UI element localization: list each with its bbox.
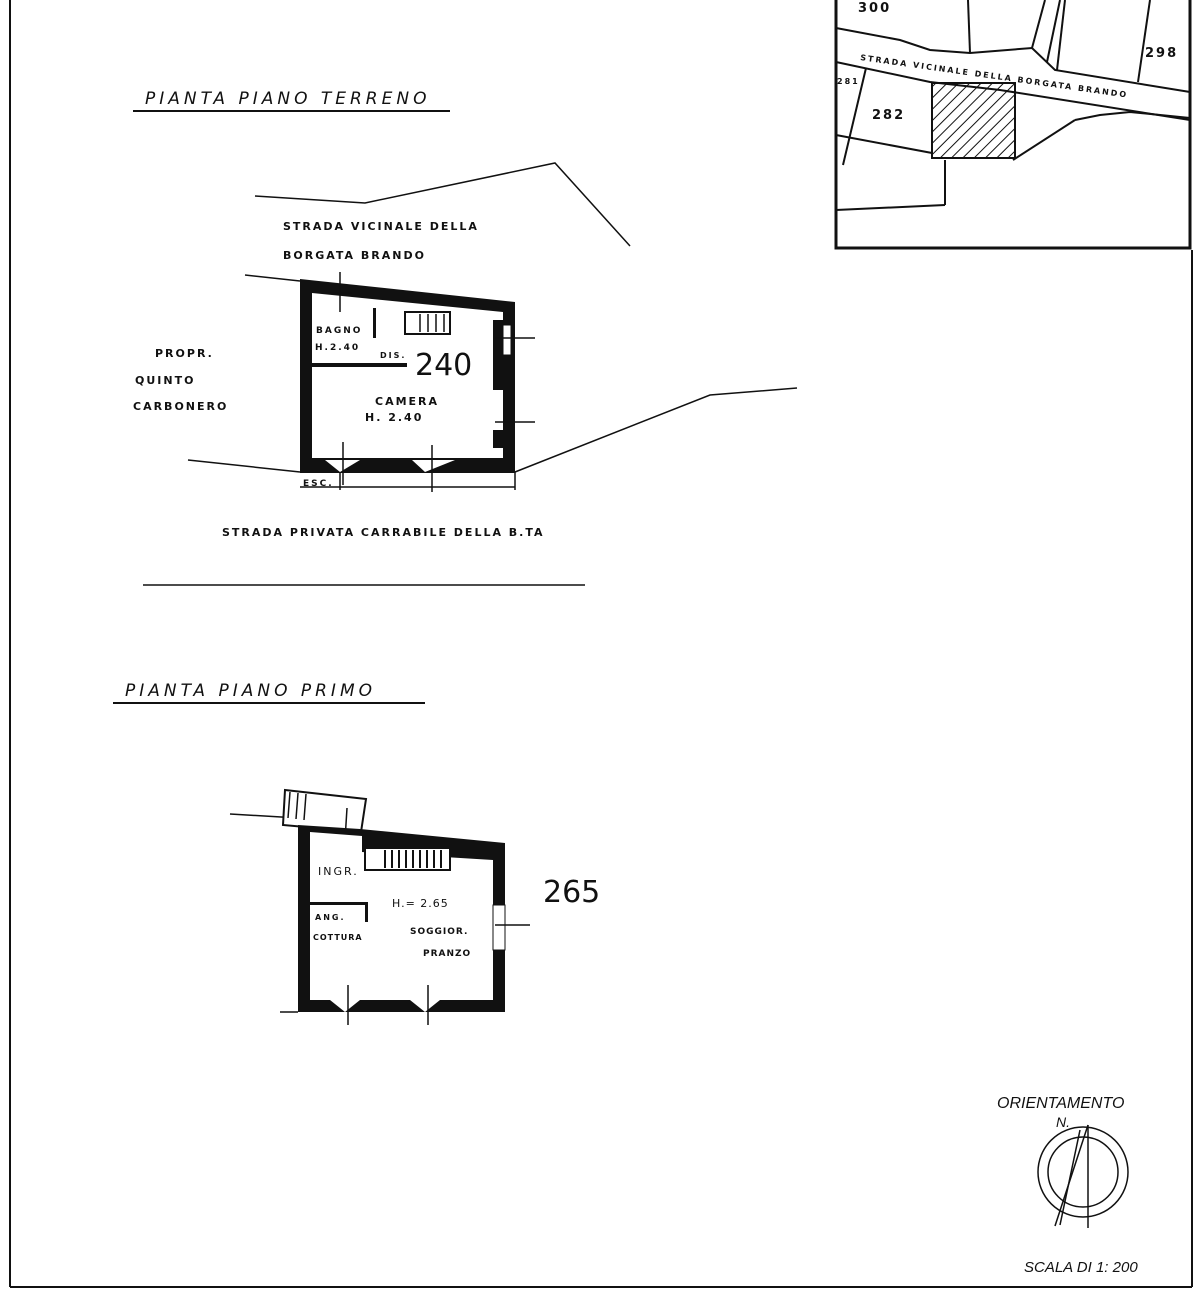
room-bagno: BAGNO [316, 326, 362, 336]
room-ingresso: INGR. [318, 865, 359, 878]
orientation-compass: ORIENTAMENTO N. SCALA DI 1: 200 [997, 1095, 1138, 1276]
road-top-label-1: STRADA VICINALE DELLA [283, 220, 479, 233]
room-camera: CAMERA [375, 395, 439, 408]
neighbor-label-1: PROPR. [155, 347, 214, 360]
room-height: H.= 2.65 [392, 897, 449, 910]
ground-floor-elevation: 240 [415, 348, 472, 383]
room-soggiorno-2: PRANZO [423, 949, 471, 959]
first-floor-plan: PIANTA PIANO PRIMO INGR. H.= 2.65 ANG. C… [113, 681, 600, 1025]
neighbor-label-2: QUINTO [135, 374, 195, 387]
room-angolo-cottura-2: COTTURA [313, 933, 363, 942]
room-bagno-height: H.2.40 [315, 343, 360, 353]
room-angolo-cottura-1: ANG. [315, 913, 346, 922]
parcel-282: 282 [872, 108, 905, 123]
parcel-281: 281 [837, 77, 860, 86]
compass-icon [1037, 1124, 1129, 1228]
road-top-label-2: BORGATA BRANDO [283, 249, 426, 262]
orientation-label: ORIENTAMENTO [997, 1095, 1124, 1112]
ground-floor-plan: PIANTA PIANO TERRENO STRADA VICINALE DEL… [133, 89, 798, 586]
site-map: 300 298 282 281 STRADA VICINALE DELLA BO… [834, 0, 1192, 250]
road-bottom-label: STRADA PRIVATA CARRABILE DELLA B.TA [222, 526, 545, 539]
first-floor-title: PIANTA PIANO PRIMO [125, 681, 376, 701]
room-esc: ESC. [303, 479, 334, 489]
building-parcel-hatch [931, 82, 1016, 159]
room-soggiorno-1: SOGGIOR. [410, 927, 468, 937]
parcel-298: 298 [1145, 46, 1178, 61]
parcel-300: 300 [858, 1, 891, 16]
room-dis: DIS. [380, 351, 406, 360]
north-label: N. [1056, 1114, 1070, 1130]
sheet-frame [9, 0, 1193, 1288]
scale-label: SCALA DI 1: 200 [1024, 1259, 1138, 1276]
neighbor-label-3: CARBONERO [133, 400, 228, 413]
room-camera-height: H. 2.40 [365, 411, 423, 424]
ground-floor-title: PIANTA PIANO TERRENO [145, 89, 430, 109]
first-floor-elevation: 265 [543, 875, 600, 910]
